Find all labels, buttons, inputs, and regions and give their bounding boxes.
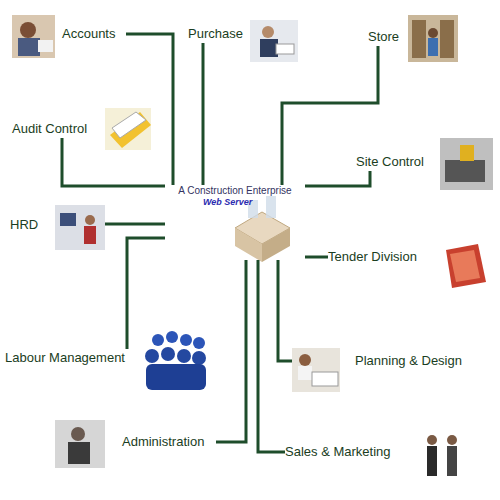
photo-frame <box>12 15 55 58</box>
person-head <box>20 22 36 38</box>
paper <box>112 112 146 138</box>
worker <box>192 351 206 365</box>
person-body <box>447 446 457 476</box>
department-label: Planning & Design <box>355 352 484 370</box>
photo-frame <box>442 240 490 290</box>
building-side <box>262 228 290 262</box>
shelf <box>412 20 426 58</box>
department-node: Tender Division <box>328 248 432 266</box>
paper <box>38 40 53 52</box>
hub-node: A Construction EnterpriseWeb Server <box>165 185 305 260</box>
worker <box>177 349 191 363</box>
person-body <box>18 38 40 56</box>
worker <box>166 331 178 343</box>
photo-frame <box>408 15 458 62</box>
connector-line <box>305 171 370 186</box>
department-node: Administration <box>122 433 216 451</box>
folder-inner <box>450 250 480 282</box>
person-head <box>427 435 437 445</box>
connector-line <box>127 238 165 349</box>
connector-line <box>126 34 173 185</box>
administration-photo <box>55 420 105 468</box>
worker <box>180 334 192 346</box>
department-node: HRD <box>10 216 105 234</box>
photo-frame <box>55 420 105 468</box>
department-node: Purchase <box>188 25 248 43</box>
person-head <box>85 215 95 225</box>
connector-line <box>105 223 165 226</box>
person-head <box>428 28 438 38</box>
shelf <box>440 20 454 58</box>
department-label: Accounts <box>62 25 126 43</box>
department-node: Accounts <box>62 25 126 43</box>
person-body <box>68 442 90 464</box>
worker <box>145 349 159 363</box>
hub-title: A Construction Enterprise <box>165 185 305 197</box>
connector-line <box>278 260 292 361</box>
department-node: Sales & Marketing <box>285 443 405 461</box>
department-node: Site Control <box>356 153 436 171</box>
accounts-photo <box>12 15 55 58</box>
sales-photo <box>427 435 457 476</box>
connector-line <box>258 260 285 452</box>
person-body <box>428 38 438 56</box>
planning-photo <box>292 348 340 392</box>
connector-line <box>216 260 246 442</box>
hrd-photo <box>55 205 105 250</box>
department-node: Planning & Design <box>292 352 484 370</box>
site-control-photo <box>440 138 493 190</box>
person-head <box>262 26 274 38</box>
department-label: Labour Management <box>5 349 137 367</box>
department-label: Administration <box>122 433 216 451</box>
monitor <box>60 213 76 226</box>
department-label: Audit Control <box>12 120 100 138</box>
audit-photo <box>105 108 151 150</box>
store-photo <box>408 15 458 62</box>
department-label: HRD <box>10 216 105 234</box>
paper <box>276 44 294 54</box>
person-body <box>84 226 96 244</box>
department-label: Purchase <box>188 25 248 43</box>
worker <box>152 334 164 346</box>
person-body <box>260 39 278 57</box>
person-body <box>427 446 437 476</box>
tender-photo <box>442 240 490 290</box>
department-node: Store <box>368 28 406 46</box>
person-body <box>298 366 312 380</box>
photo-frame <box>440 138 493 190</box>
building-side <box>235 228 262 262</box>
drawing-sheet <box>312 372 338 386</box>
photo-frame <box>55 205 105 250</box>
photo-frame <box>250 20 298 62</box>
person-head <box>447 435 457 445</box>
person-head <box>299 354 311 366</box>
department-label: Tender Division <box>328 248 432 266</box>
folder <box>110 112 151 148</box>
machine-cab <box>460 145 474 161</box>
machine <box>445 160 485 182</box>
connector-line <box>62 138 165 186</box>
photo-frame <box>292 348 340 392</box>
connector-line <box>202 43 205 185</box>
hub-subtitle: Web Server <box>165 197 305 208</box>
purchase-photo <box>250 20 298 62</box>
department-label: Site Control <box>356 153 436 171</box>
department-node: Audit Control <box>12 120 100 138</box>
folder <box>446 244 486 288</box>
department-label: Store <box>368 28 406 46</box>
labour-photo <box>145 331 206 390</box>
department-node: Labour Management <box>5 349 137 367</box>
worker <box>161 347 175 361</box>
person-head <box>71 427 85 441</box>
worker <box>193 337 205 349</box>
worker-group <box>146 364 206 390</box>
building-tower <box>266 196 276 218</box>
photo-frame <box>105 108 151 150</box>
connector-line <box>305 256 328 259</box>
department-label: Sales & Marketing <box>285 443 405 461</box>
